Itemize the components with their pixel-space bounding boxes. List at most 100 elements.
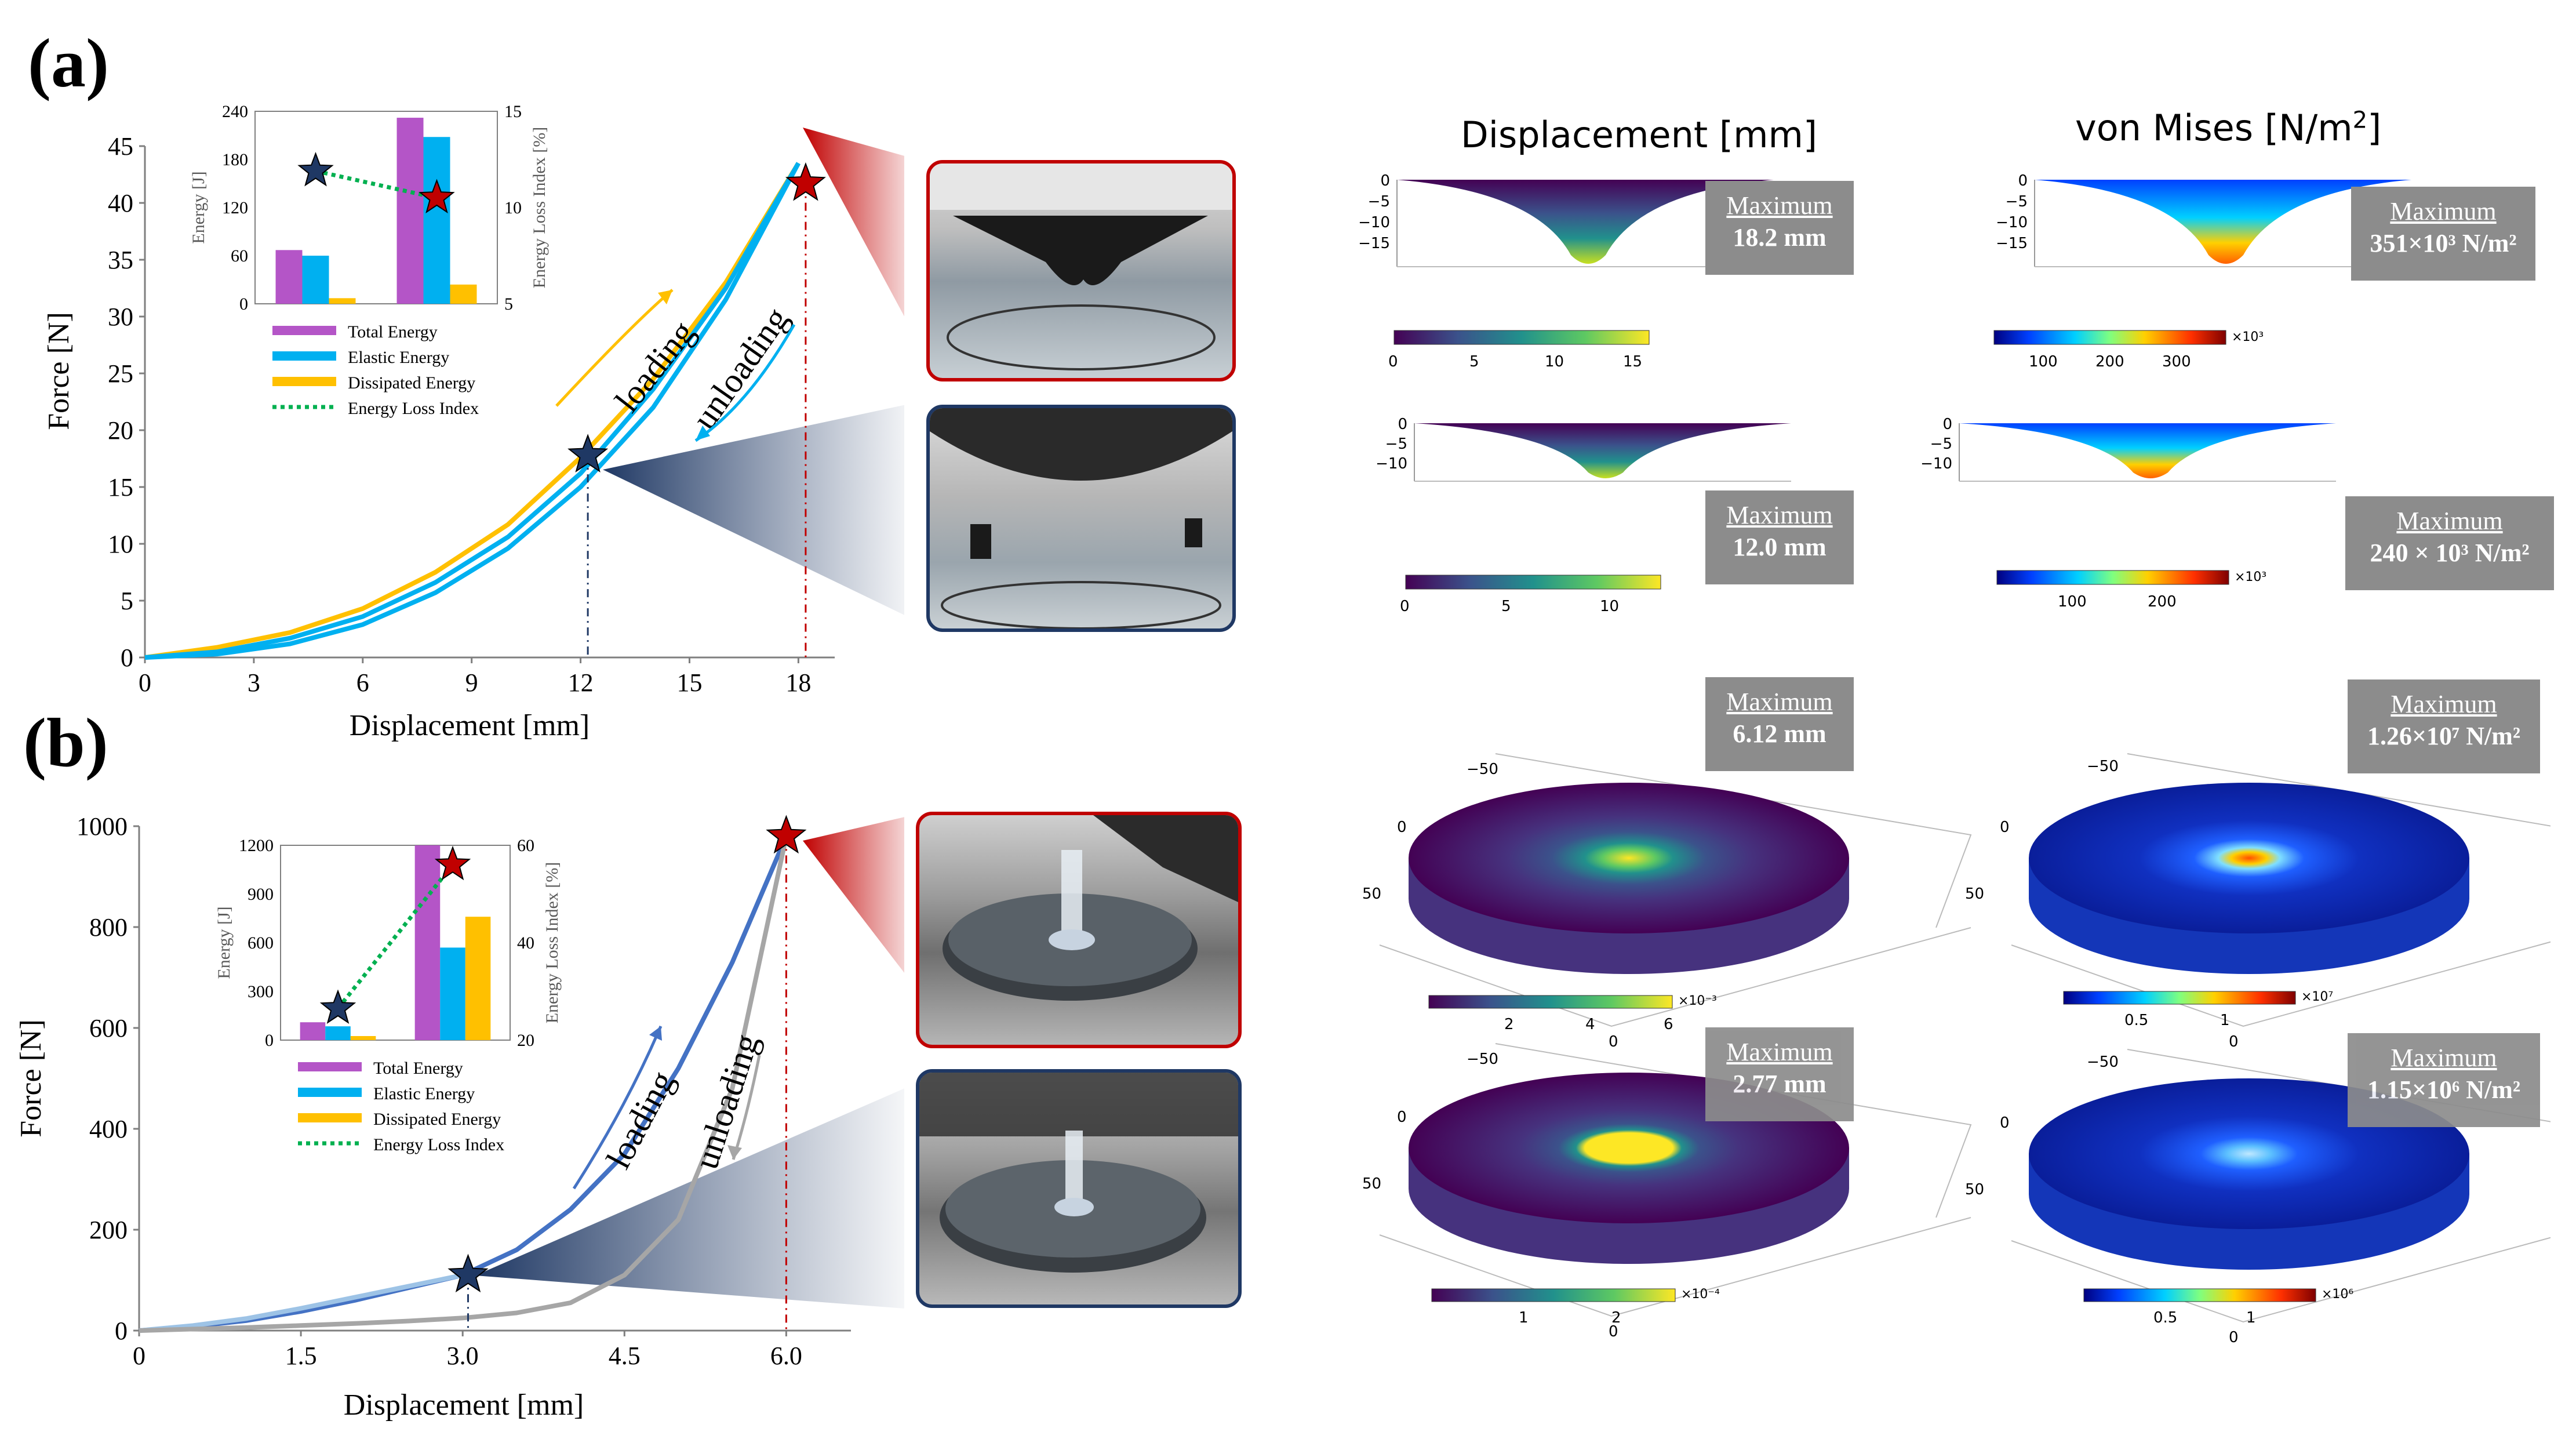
panel-label-a: (a) bbox=[28, 24, 109, 101]
max-box-b1-displacement: Maximum 6.12 mm bbox=[1705, 677, 1854, 771]
x-axis-label-a: Displacement [mm] bbox=[350, 709, 590, 742]
inset-eli-line-b bbox=[336, 863, 454, 1010]
cb-b1v-exp: ×10⁷ bbox=[2301, 990, 2333, 1004]
a2-vm-tick-1: −5 bbox=[1930, 435, 1952, 453]
photo-mid-b-art bbox=[919, 1073, 1238, 1273]
max-value: 18.2 mm bbox=[1733, 223, 1827, 252]
x-tick-label-a: 15 bbox=[676, 668, 702, 697]
b2v-axis-2: 50 bbox=[1965, 1181, 1984, 1198]
colorbar-b1-displacement: ×10⁻³ 2 4 6 bbox=[1428, 994, 1717, 1033]
inset-legend-label-a: Dissipated Energy bbox=[348, 373, 475, 393]
y-tick-label-a: 10 bbox=[108, 530, 133, 558]
unloading-arrowhead-b bbox=[727, 1145, 742, 1160]
marker-star-b-1 bbox=[766, 815, 807, 854]
cb-a2v-1: 200 bbox=[2148, 593, 2177, 611]
cb-a1v-2: 300 bbox=[2162, 353, 2191, 370]
inset-legend-swatch-a bbox=[272, 377, 336, 386]
inset-legend-swatch-a bbox=[272, 326, 336, 335]
annotation-unloading-b: unloading bbox=[687, 1029, 766, 1173]
b2d-axis-0: −50 bbox=[1467, 1051, 1498, 1068]
inset-bar-total-b bbox=[300, 1022, 326, 1040]
inset-left-tick-b: 300 bbox=[248, 982, 274, 1001]
inset-right-tick-b: 60 bbox=[517, 836, 534, 855]
max-box-a1-von-mises: Maximum 351×10³ N/m² bbox=[2351, 187, 2535, 281]
inset-right-tick-a: 5 bbox=[504, 295, 513, 314]
max-value: 351×10³ N/m² bbox=[2370, 229, 2517, 257]
fea-a2-von-mises: 0 −5 −10 bbox=[1920, 416, 2336, 482]
column-header-von-mises: von Mises [N/m2] bbox=[2075, 107, 2381, 149]
max-label: Maximum bbox=[1726, 1038, 1833, 1066]
inset-right-tick-b: 40 bbox=[517, 933, 534, 953]
cb-b1v-1: 1 bbox=[2220, 1012, 2230, 1029]
max-box-a2-von-mises: Maximum 240 × 10³ N/m² bbox=[2345, 496, 2554, 590]
inset-frame-a bbox=[254, 111, 498, 304]
cb-a2v-0: 100 bbox=[2058, 593, 2087, 611]
cb-a2d-2: 10 bbox=[1600, 598, 1619, 615]
unloading-arrow-a bbox=[694, 324, 796, 442]
inset-right-axis-label-b: Energy Loss Index [%] bbox=[543, 862, 562, 1024]
max-box-b2-displacement: Maximum 2.77 mm bbox=[1705, 1027, 1854, 1121]
x-tick-label-b: 3.0 bbox=[447, 1342, 479, 1370]
cb-a2d-1: 5 bbox=[1501, 598, 1511, 615]
max-label: Maximum bbox=[2391, 1044, 2497, 1072]
series-line-a-2 bbox=[144, 162, 801, 660]
inset-eli-star-low-a bbox=[297, 152, 334, 187]
max-label: Maximum bbox=[1726, 191, 1833, 220]
y-tick-label-b: 1000 bbox=[77, 812, 128, 841]
cb-b2v-0: 0.5 bbox=[2153, 1309, 2177, 1327]
y-tick-label-b: 600 bbox=[89, 1014, 128, 1042]
callout-fan-red-a bbox=[803, 128, 904, 317]
colorbar-a2-von-mises: ×10³ 100 200 bbox=[1996, 570, 2266, 611]
photo-peak-a bbox=[926, 160, 1236, 381]
loading-arrowhead-a bbox=[658, 290, 672, 304]
a1-vm-tick-3: −15 bbox=[1996, 235, 2028, 252]
marker-star-a-0 bbox=[567, 434, 609, 473]
loading-arrow-a bbox=[555, 289, 674, 407]
y-tick-label-a: 0 bbox=[121, 644, 133, 672]
x-tick-label-a: 0 bbox=[139, 668, 151, 697]
max-label: Maximum bbox=[2390, 197, 2497, 226]
y-tick-label-b: 0 bbox=[115, 1317, 128, 1345]
inset-legend-label-b: Energy Loss Index bbox=[373, 1135, 504, 1154]
cb-b2d-exp: ×10⁻⁴ bbox=[1681, 1287, 1720, 1302]
b2d-axis-3: 0 bbox=[1609, 1323, 1618, 1340]
b1d-axis-0: −50 bbox=[1467, 761, 1498, 778]
inset-left-axis-label-b: Energy [J] bbox=[214, 906, 234, 979]
series-line-b-2 bbox=[139, 835, 789, 1333]
cb-a1v-exp: ×10³ bbox=[2232, 330, 2264, 344]
series-line-b-1 bbox=[139, 1273, 464, 1333]
inset-eli-star-high-a bbox=[419, 179, 455, 214]
x-tick-label-a: 18 bbox=[785, 668, 811, 697]
a2-tick-0: 0 bbox=[1398, 416, 1407, 433]
a1-vm-tick-0: 0 bbox=[2018, 172, 2028, 190]
cb-a2d-0: 0 bbox=[1400, 598, 1410, 615]
loading-arrowhead-b bbox=[649, 1026, 662, 1041]
x-tick-label-b: 1.5 bbox=[285, 1342, 317, 1370]
b1v-axis-3: 0 bbox=[2229, 1033, 2239, 1051]
inset-legend-swatch-b bbox=[298, 1088, 362, 1097]
inset-bar-elastic-a bbox=[423, 137, 450, 304]
y-axis-label-b: Force [N] bbox=[14, 1019, 48, 1138]
inset-legend-swatch-b bbox=[298, 1113, 362, 1122]
max-value: 6.12 mm bbox=[1733, 720, 1827, 748]
y-tick-label-b: 200 bbox=[89, 1216, 128, 1244]
series-line-a-1 bbox=[144, 162, 801, 660]
max-value: 1.26×10⁷ N/m² bbox=[2367, 722, 2521, 750]
b1v-axis-0: −50 bbox=[2087, 758, 2119, 775]
b2d-axis-1: 0 bbox=[1397, 1109, 1407, 1126]
loading-arrow-b bbox=[572, 1026, 663, 1190]
a1-tick-3: −15 bbox=[1358, 235, 1390, 252]
inset-bar-total-a bbox=[396, 118, 424, 304]
vm-header-text: von Mises [N/m bbox=[2075, 107, 2353, 149]
inset-left-tick-a: 180 bbox=[222, 150, 248, 169]
a1-tick-1: −5 bbox=[1368, 193, 1390, 210]
x-tick-label-a: 12 bbox=[568, 668, 594, 697]
colorbar-a1-displacement: 0 5 10 15 bbox=[1388, 330, 1650, 370]
column-header-displacement: Displacement [mm] bbox=[1461, 114, 1818, 156]
max-box-a1-displacement: Maximum 18.2 mm bbox=[1705, 181, 1854, 275]
photo-peak-b bbox=[916, 812, 1242, 1048]
cb-a1d-0: 0 bbox=[1388, 353, 1398, 370]
inset-bar-dissipated-b bbox=[350, 1036, 376, 1040]
max-box-a2-displacement: Maximum 12.0 mm bbox=[1705, 490, 1854, 584]
